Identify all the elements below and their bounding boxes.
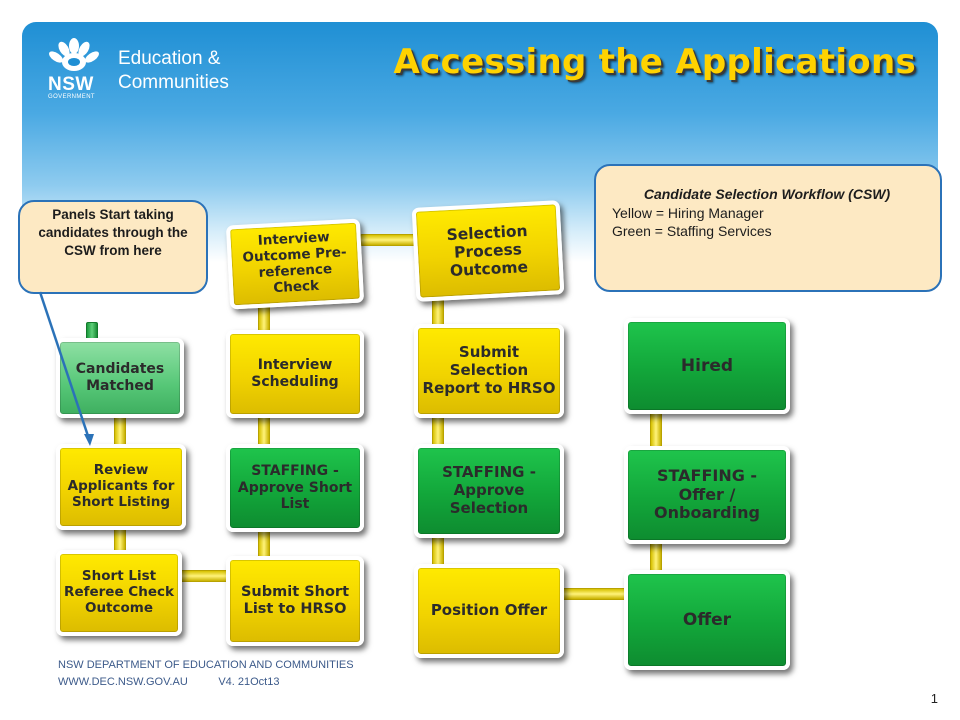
- box-label: STAFFING - Offer / Onboarding: [654, 465, 760, 523]
- box-selection-process-outcome[interactable]: Selection Process Outcome: [411, 200, 565, 302]
- box-review-applicants[interactable]: Review Applicants for Short Listing: [56, 444, 186, 530]
- connector: [432, 414, 444, 448]
- box-interview-outcome[interactable]: Interview Outcome Pre-reference Check: [225, 218, 365, 310]
- box-hired[interactable]: Hired: [624, 318, 790, 414]
- legend-green: Green = Staffing Services: [612, 223, 772, 240]
- box-label: Hired: [680, 355, 734, 376]
- logo-nsw-text: NSW: [48, 74, 94, 95]
- box-label: Interview Scheduling: [251, 357, 339, 390]
- connector: [558, 588, 630, 600]
- box-label: Offer: [682, 609, 732, 630]
- callout-panels-start: Panels Start taking candidates through t…: [18, 200, 208, 294]
- footer-department: NSW DEPARTMENT OF EDUCATION AND COMMUNIT…: [58, 659, 354, 671]
- legend-yellow: Yellow = Hiring Manager: [612, 205, 764, 222]
- logo-line-1: Education &: [118, 48, 221, 69]
- box-candidates-matched[interactable]: Candidates Matched: [56, 338, 184, 418]
- box-label: Interview Outcome Pre-reference Check: [242, 229, 347, 297]
- box-label: Review Applicants for Short Listing: [67, 462, 175, 510]
- callout-csw-legend: Candidate Selection Workflow (CSW) Yello…: [594, 164, 942, 292]
- footer-website-version: WWW.DEC.NSW.GOV.AU V4. 21Oct13: [58, 676, 280, 688]
- box-label: Candidates Matched: [75, 361, 165, 394]
- box-label: Submit Short List to HRSO: [240, 583, 349, 617]
- box-staffing-approve-selection[interactable]: STAFFING - Approve Selection: [414, 444, 564, 538]
- connector: [360, 234, 420, 246]
- box-staffing-offer-onboarding[interactable]: STAFFING - Offer / Onboarding: [624, 446, 790, 544]
- logo-government-text: GOVERNMENT: [48, 94, 96, 100]
- legend-title: Candidate Selection Workflow (CSW): [643, 186, 891, 202]
- page-title: Accessing the Applications: [393, 42, 916, 82]
- page-number: 1: [930, 691, 938, 706]
- box-position-offer[interactable]: Position Offer: [414, 564, 564, 658]
- box-label: Short List Referee Check Outcome: [64, 568, 174, 616]
- box-submit-short-list[interactable]: Submit Short List to HRSO: [226, 556, 364, 646]
- box-label: STAFFING - Approve Short List: [237, 463, 353, 513]
- box-staffing-approve-short-list[interactable]: STAFFING - Approve Short List: [226, 444, 364, 532]
- box-short-list-referee-check[interactable]: Short List Referee Check Outcome: [56, 550, 182, 636]
- box-interview-scheduling[interactable]: Interview Scheduling: [226, 330, 364, 418]
- box-submit-selection-report[interactable]: Submit Selection Report to HRSO: [414, 324, 564, 418]
- box-label: STAFFING - Approve Selection: [442, 463, 536, 517]
- box-label: Submit Selection Report to HRSO: [422, 343, 556, 397]
- box-label: Selection Process Outcome: [446, 221, 529, 281]
- box-label: Position Offer: [430, 601, 548, 620]
- logo-line-2: Communities: [118, 72, 229, 93]
- box-offer[interactable]: Offer: [624, 570, 790, 670]
- callout-text: Panels Start taking candidates through t…: [38, 207, 188, 259]
- nsw-logo: NSW GOVERNMENT Education & Communities: [44, 38, 254, 102]
- waratah-icon: [49, 38, 99, 71]
